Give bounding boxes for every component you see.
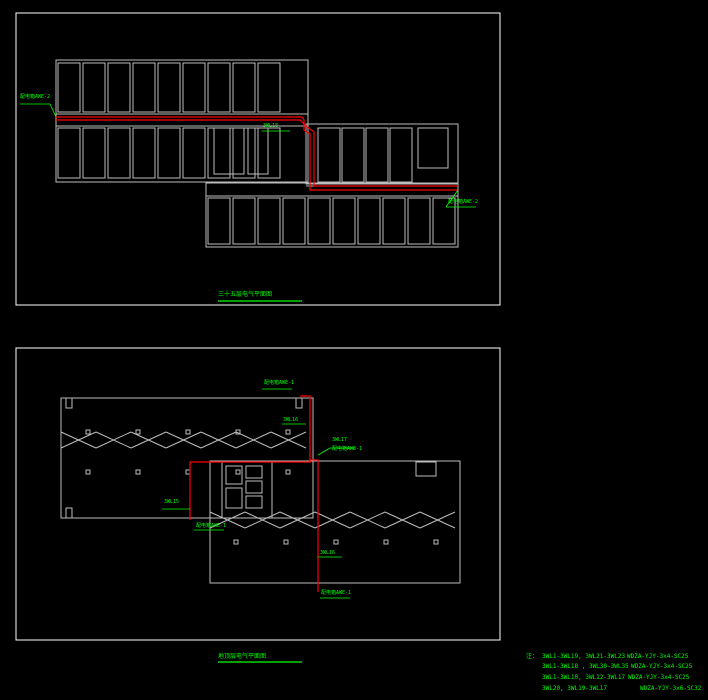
upper-leaders — [20, 103, 476, 302]
room-cell — [307, 197, 331, 245]
room-cell — [182, 127, 206, 179]
lower-ceiling-grid — [60, 431, 456, 529]
note-circuits: 3WL1-3WL19, 3WL21-3WL23 — [542, 653, 626, 660]
panel-label: 配电箱AWE-1 — [321, 590, 352, 596]
room-cell — [432, 197, 456, 245]
drawing-frame-upper — [15, 12, 501, 306]
room-cell — [257, 62, 281, 113]
ceiling-grid-line — [270, 431, 307, 449]
column — [85, 429, 91, 435]
note-cable: WDZA-YJY-3x4-SC25 — [628, 674, 690, 681]
plan-title-upper: 三十五层电气平面图 — [218, 291, 273, 298]
note-circuits: 3WL1-3WL18 , 3WL30-3WL35 — [542, 663, 629, 670]
room-cell — [132, 127, 156, 179]
note-circuits: 3WL1-3WL10, 3WL12-3WL17 — [542, 674, 626, 681]
upper-floor-plan — [55, 59, 459, 248]
drawing-frame-lower — [15, 347, 501, 641]
panel-label: 配电箱AWE-2 — [20, 94, 51, 100]
column — [383, 539, 389, 545]
note-cable: WDZA-YJY-3x4-SC25 — [631, 663, 693, 670]
note-cable: WDZA-YJY-3x6-SC32 — [640, 685, 702, 692]
room-cell — [407, 197, 431, 245]
circuit-label: 3WL18 — [263, 123, 279, 129]
upper-room-grid — [57, 62, 456, 245]
lower-columns — [85, 429, 439, 545]
room-cell — [57, 62, 81, 113]
room-cell — [132, 62, 156, 113]
room-cell — [82, 127, 106, 179]
room-cell — [382, 197, 406, 245]
circuit-label: 3WL17 — [332, 437, 348, 443]
room-cell — [82, 62, 106, 113]
ceiling-grid-line — [235, 431, 272, 449]
column — [283, 539, 289, 545]
ceiling-grid-line — [419, 511, 456, 529]
room-cell — [207, 127, 231, 179]
ceiling-grid-line — [200, 431, 237, 449]
column — [235, 469, 241, 475]
ceiling-grid-line — [209, 511, 246, 529]
room-cell — [282, 197, 306, 245]
lower-leaders — [162, 388, 356, 663]
lower-floor-plan — [60, 397, 461, 584]
panel-label: 配电箱AWE-1 — [264, 380, 295, 386]
column — [285, 469, 291, 475]
lower-cable-route — [189, 395, 319, 592]
room-cell — [257, 127, 281, 179]
column — [333, 539, 339, 545]
column — [235, 429, 241, 435]
notes-prefix: 注： — [526, 653, 539, 660]
ceiling-grid-line — [130, 431, 167, 449]
room-cell — [317, 127, 341, 183]
room-cell — [107, 62, 131, 113]
room-cell — [357, 197, 381, 245]
ceiling-grid-line — [60, 431, 97, 449]
room-cell — [257, 197, 281, 245]
room-cell — [182, 62, 206, 113]
ceiling-grid-line — [314, 511, 351, 529]
ceiling-grid-line — [349, 511, 386, 529]
circuit-label: 3WL16 — [320, 550, 336, 556]
room-cell — [157, 62, 181, 113]
column — [433, 539, 439, 545]
panel-label: 配电箱AWE-2 — [448, 199, 479, 205]
plan-title-lower: 地顶层电气平面图 — [218, 653, 267, 660]
panel-label: 配电箱AWE-1 — [196, 523, 227, 529]
ceiling-grid-line — [165, 431, 202, 449]
room-cell — [365, 127, 389, 183]
room-cell — [232, 62, 256, 113]
ceiling-grid-line — [279, 511, 316, 529]
column — [135, 469, 141, 475]
ceiling-grid-line — [244, 511, 281, 529]
upper-cable-route — [56, 116, 458, 191]
note-circuits: 3WL20, 3WL19-3WL17 — [542, 685, 608, 692]
room-cell — [107, 127, 131, 179]
room-cell — [389, 127, 413, 183]
room-cell — [332, 197, 356, 245]
room-cell — [341, 127, 365, 183]
note-cable: WDZA-YJY-3x4-SC25 — [627, 653, 689, 660]
column — [185, 429, 191, 435]
room-cell — [232, 197, 256, 245]
circuit-label: 3WL15 — [164, 499, 180, 505]
column — [233, 539, 239, 545]
panel-label: 配电箱AWE-1 — [332, 446, 363, 452]
column — [135, 429, 141, 435]
ceiling-grid-line — [384, 511, 421, 529]
column — [285, 429, 291, 435]
room-cell — [157, 127, 181, 179]
room-cell — [57, 127, 81, 179]
room-cell — [207, 62, 231, 113]
ceiling-grid-line — [95, 431, 132, 449]
circuit-label: 3WL16 — [283, 417, 299, 423]
room-cell — [207, 197, 231, 245]
column — [85, 469, 91, 475]
